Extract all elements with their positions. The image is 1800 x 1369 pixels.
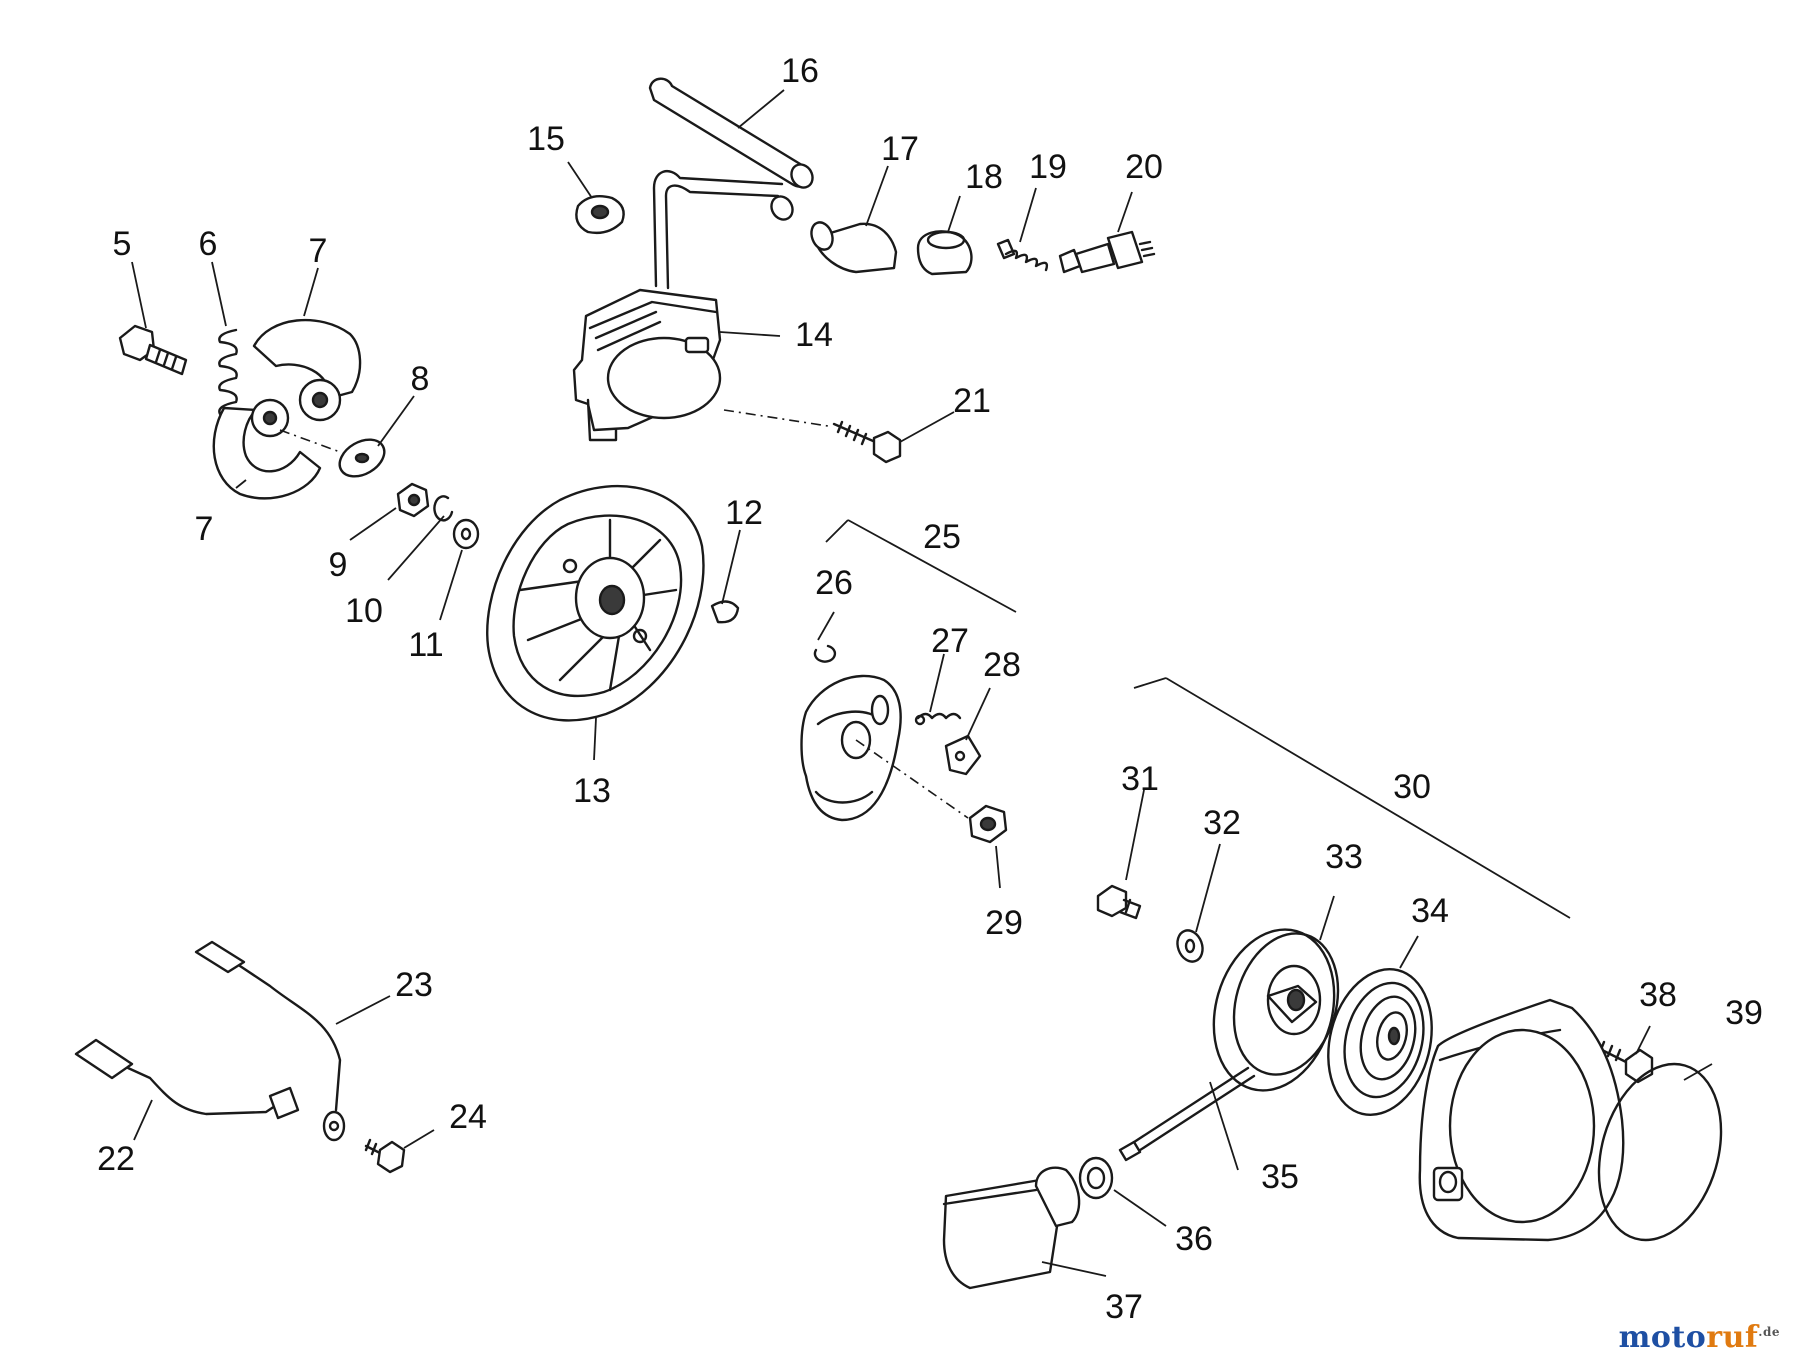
callout-19: 19 <box>1029 148 1067 186</box>
callout-37: 37 <box>1105 1288 1143 1326</box>
callout-34: 34 <box>1411 892 1449 930</box>
part-9-nut <box>396 482 430 518</box>
callout-25: 25 <box>923 518 961 556</box>
part-29-nut <box>968 804 1008 844</box>
part-27-spring <box>914 712 962 726</box>
part-8-washer <box>338 438 386 478</box>
leader-lines <box>131 89 1713 1277</box>
callout-21: 21 <box>953 382 991 420</box>
callout-33: 33 <box>1325 838 1363 876</box>
part-21-screw <box>832 420 902 464</box>
callout-38: 38 <box>1639 976 1677 1014</box>
part-10-lock-washer <box>433 495 454 522</box>
part-32-washer <box>1176 929 1204 963</box>
part-14-ignition-coil <box>572 169 784 442</box>
part-11-washer <box>452 518 480 550</box>
callout-26: 26 <box>815 564 853 602</box>
callout-7-lower: 7 <box>195 510 214 548</box>
part-12-key <box>710 600 740 624</box>
part-23-ground-wire <box>194 940 346 1142</box>
callout-16: 16 <box>781 52 819 90</box>
part-35-rope <box>1118 1066 1256 1162</box>
part-34-recoil-spring <box>1327 967 1433 1117</box>
callout-17: 17 <box>881 130 919 168</box>
callout-27: 27 <box>931 622 969 660</box>
group-bracket-30 <box>1133 677 1571 919</box>
callout-24: 24 <box>449 1098 487 1136</box>
callout-29: 29 <box>985 904 1023 942</box>
callout-7-upper: 7 <box>309 232 328 270</box>
callout-11: 11 <box>408 626 443 664</box>
part-16-tube <box>648 77 814 221</box>
part-15-grommet <box>575 195 625 235</box>
callout-39: 39 <box>1725 994 1763 1032</box>
callout-labels: 5 6 7 7 8 9 10 11 12 13 14 15 16 17 18 1… <box>97 52 1763 1326</box>
callout-20: 20 <box>1125 148 1163 186</box>
part-30-starter-cover <box>1418 998 1625 1242</box>
callout-22: 22 <box>97 1140 135 1178</box>
part-5-bolt <box>118 324 188 376</box>
callout-10: 10 <box>345 592 383 630</box>
part-25-housing <box>800 674 902 822</box>
part-22-wire <box>74 1038 300 1120</box>
callout-5: 5 <box>113 225 132 263</box>
part-36-grommet <box>1078 1156 1114 1200</box>
part-33-pulley <box>1212 928 1340 1092</box>
part-20-spark-plug <box>1058 230 1156 274</box>
callout-15: 15 <box>527 120 565 158</box>
part-31-screw <box>1096 884 1142 920</box>
watermark-brand-part-2: ruf <box>1706 1320 1759 1355</box>
callout-12: 12 <box>725 494 763 532</box>
part-7-clutch-shoe <box>212 318 362 500</box>
callout-31: 31 <box>1121 760 1159 798</box>
watermark-suffix: .de <box>1758 1325 1780 1339</box>
callout-35: 35 <box>1261 1158 1299 1196</box>
part-26-circlip <box>813 644 837 663</box>
part-28-pawl <box>944 734 982 776</box>
part-17-plug-boot <box>810 221 898 274</box>
callout-8: 8 <box>411 360 430 398</box>
callout-36: 36 <box>1175 1220 1213 1258</box>
callout-9: 9 <box>329 546 348 584</box>
part-13-flywheel <box>486 484 705 722</box>
callout-28: 28 <box>983 646 1021 684</box>
callout-30: 30 <box>1393 768 1431 806</box>
part-39-gasket-ring <box>1597 1062 1723 1242</box>
callout-32: 32 <box>1203 804 1241 842</box>
assembly-axes <box>279 409 969 819</box>
group-bracket-25 <box>825 519 1017 613</box>
part-37-handle <box>942 1166 1081 1290</box>
part-24-screw <box>364 1138 406 1174</box>
watermark-logo: motoruf.de <box>1619 1320 1780 1355</box>
callout-6: 6 <box>199 225 218 263</box>
callout-18: 18 <box>965 158 1003 196</box>
callout-14: 14 <box>795 316 833 354</box>
watermark-brand-part-1: moto <box>1618 1320 1707 1355</box>
part-19-spring-terminal <box>996 238 1049 272</box>
part-18-cap <box>916 230 973 276</box>
callout-23: 23 <box>395 966 433 1004</box>
callout-13: 13 <box>573 772 611 810</box>
